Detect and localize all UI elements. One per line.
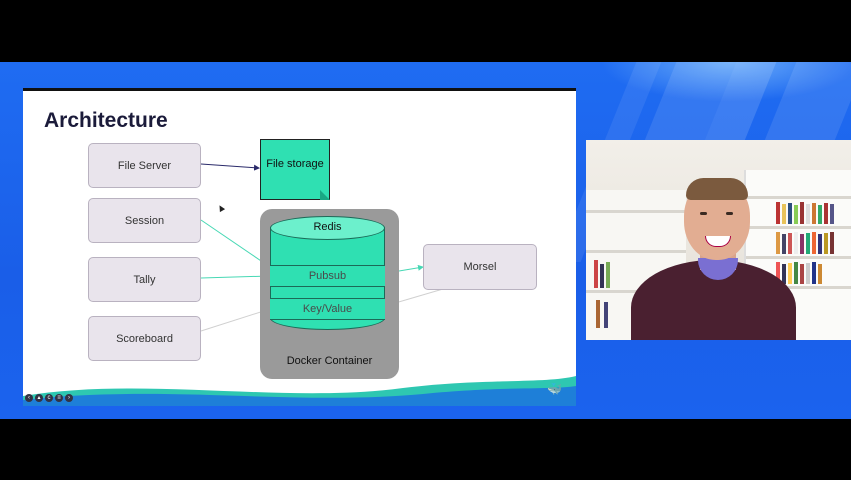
cc-icon[interactable]: c — [45, 394, 53, 402]
redis-label: Redis — [313, 221, 342, 233]
bookshelf-right — [744, 170, 851, 340]
slide-title: Architecture — [44, 109, 168, 132]
pointer-icon[interactable]: ▴ — [35, 394, 43, 402]
node-morsel: Morsel — [423, 244, 537, 290]
node-tally: Tally — [88, 257, 201, 302]
redis-key-value: Key/Value — [270, 298, 385, 320]
redis-pubsub: Pubsub — [270, 265, 385, 287]
edge-fileserver-storage — [200, 163, 260, 171]
slide: Architecture File Server Session Tally S… — [23, 88, 576, 406]
slide-controls: ‹ ▴ c ≡ › — [25, 394, 73, 402]
edge-tally-redis — [200, 275, 271, 279]
edge-redis-morsel — [398, 264, 424, 272]
docker-whale-icon: 🐳 — [547, 382, 562, 396]
person-collar — [698, 258, 738, 280]
node-file-storage: File storage — [260, 139, 330, 200]
person-hair — [686, 178, 748, 200]
page-fold-icon — [320, 190, 330, 200]
slide-footer-wave — [23, 376, 576, 406]
node-session: Session — [88, 198, 201, 243]
next-icon[interactable]: › — [65, 394, 73, 402]
cylinder-top — [270, 216, 385, 240]
node-scoreboard: Scoreboard — [88, 316, 201, 361]
person-eye — [726, 212, 733, 215]
prev-icon[interactable]: ‹ — [25, 394, 33, 402]
file-storage-label: File storage — [266, 158, 324, 170]
docker-container-label: Docker Container — [286, 355, 373, 367]
node-file-server: File Server — [88, 143, 201, 188]
person-eye — [700, 212, 707, 215]
speaker-video — [586, 140, 851, 340]
menu-icon[interactable]: ≡ — [55, 394, 63, 402]
water-surface — [600, 62, 851, 102]
edge-session-redis — [200, 219, 271, 268]
edge-scoreboard-redis — [200, 308, 271, 332]
